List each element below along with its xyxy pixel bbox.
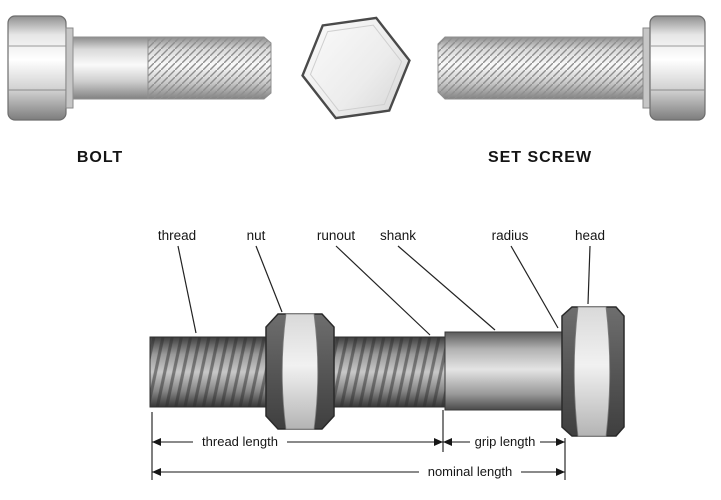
arrowhead: [443, 438, 452, 446]
dim-thread-length: thread length: [152, 433, 443, 449]
bolt-threaded-section: [147, 36, 272, 100]
labeled-bolt-illustration: [149, 306, 625, 437]
leader-head: [587, 245, 591, 305]
labeled-shank: [444, 331, 563, 411]
set-screw-threaded-section: [437, 36, 644, 100]
bolt-head-side-view: [7, 15, 67, 121]
bolt-illustration: [7, 15, 272, 121]
bolt-caption: BOLT: [77, 149, 123, 166]
label-shank: shank: [380, 228, 416, 243]
leader-runout: [335, 245, 431, 336]
label-head: head: [575, 228, 605, 243]
label-runout: runout: [317, 228, 356, 243]
arrowhead: [434, 438, 443, 446]
head-center-facet: [573, 306, 611, 437]
labeled-hex-head: [561, 306, 625, 437]
arrowhead: [556, 438, 565, 446]
label-nut: nut: [247, 228, 266, 243]
dim-nominal-length: nominal length: [152, 463, 565, 479]
dim-label-background: [419, 463, 521, 479]
label-thread: thread: [158, 228, 196, 243]
extension-lines: [151, 410, 566, 480]
leader-thread: [177, 245, 197, 334]
part-labels: thread nut runout shank radius head: [158, 228, 605, 243]
nut-center-facet: [281, 313, 319, 430]
arrowhead: [152, 438, 161, 446]
dim-label-background: [470, 433, 540, 449]
bolt-washer-face: [65, 27, 74, 109]
bolt-thread-hatch: [148, 37, 271, 99]
leader-radius: [510, 245, 559, 329]
dim-grip-length: grip length: [443, 433, 565, 449]
bolt-shank: [72, 36, 149, 100]
dim-label-grip-length: grip length: [475, 434, 536, 449]
label-radius: radius: [492, 228, 529, 243]
arrowhead: [152, 468, 161, 476]
set-screw-caption: SET SCREW: [488, 149, 592, 166]
dim-label-nominal-length: nominal length: [428, 464, 513, 479]
dim-label-background: [193, 433, 287, 449]
leader-shank: [397, 245, 496, 331]
hex-head-end-view: [301, 16, 411, 120]
leader-lines: [177, 245, 591, 336]
arrowhead: [556, 468, 565, 476]
leader-nut: [255, 245, 283, 313]
set-screw-head-side-view: [649, 15, 706, 121]
labeled-hex-nut: [265, 313, 335, 430]
set-screw-thread-hatch: [438, 37, 643, 99]
dim-label-thread-length: thread length: [202, 434, 278, 449]
hex-chamfer-line: [309, 24, 403, 112]
set-screw-washer-face: [642, 27, 651, 109]
set-screw-illustration: [437, 15, 706, 121]
